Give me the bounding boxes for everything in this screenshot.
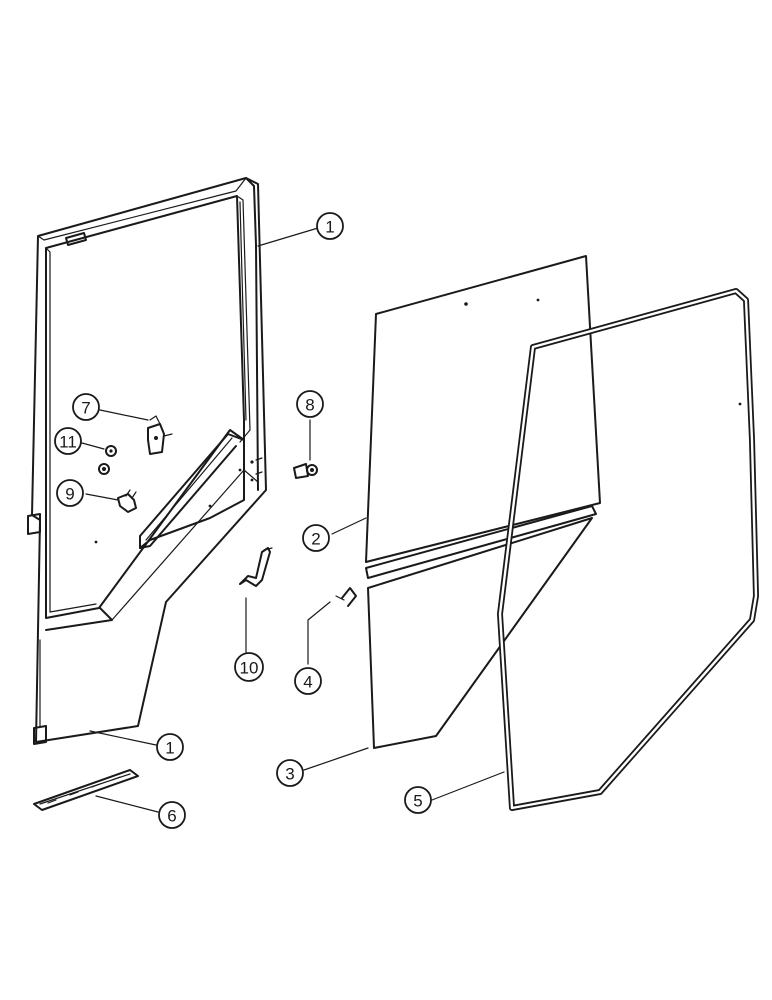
callout-label: 4 [303, 673, 312, 692]
callout-6: 6 [158, 801, 186, 829]
nut-part [98, 445, 117, 475]
callout-label: 5 [413, 792, 422, 811]
leader-lines [81, 227, 505, 813]
lock-cylinder-part [293, 463, 318, 479]
callout-label: 9 [65, 485, 74, 504]
callout-label: 6 [167, 807, 176, 826]
lower-glass-part [367, 517, 593, 749]
callout-label: 1 [165, 739, 174, 758]
callout-circle [302, 524, 330, 552]
callout-label: 8 [305, 396, 314, 415]
callout-8: 8 [296, 390, 324, 418]
callout-circle [72, 393, 100, 421]
callout-label: 1 [325, 218, 334, 237]
callout-circle [158, 801, 186, 829]
callout-5: 5 [404, 786, 432, 814]
latch-bracket-part [147, 415, 173, 455]
callout-label: 10 [240, 659, 259, 678]
callout-circle [276, 759, 304, 787]
callout-circle [54, 427, 82, 455]
callout-4: 4 [294, 667, 322, 695]
door-frame-part [27, 177, 267, 745]
callout-3: 3 [276, 759, 304, 787]
callout-10: 10 [234, 652, 264, 682]
callout-label: 2 [311, 530, 320, 549]
seal-frame-part [497, 288, 759, 811]
callout-circle [294, 667, 322, 695]
upper-glass-part [365, 255, 601, 563]
callout-2: 2 [302, 524, 330, 552]
callout-circle [156, 733, 184, 761]
callout-11: 11 [54, 427, 82, 455]
callout-1-frame: 1 [316, 212, 344, 240]
callout-circle [316, 212, 344, 240]
callout-9: 9 [56, 479, 84, 507]
callout-circle [296, 390, 324, 418]
callout-circle [56, 479, 84, 507]
callout-circle [234, 652, 264, 682]
handle-part [239, 547, 273, 587]
handle-yoke-part [117, 489, 137, 513]
callout-label: 7 [81, 399, 90, 418]
callout-7: 7 [72, 393, 100, 421]
sill-strip-part [33, 769, 139, 811]
callout-1-panel: 1 [156, 733, 184, 761]
glass-channel-part [335, 505, 597, 607]
callout-circle [404, 786, 432, 814]
callout-label: 3 [285, 765, 294, 784]
callout-label: 11 [59, 433, 77, 452]
